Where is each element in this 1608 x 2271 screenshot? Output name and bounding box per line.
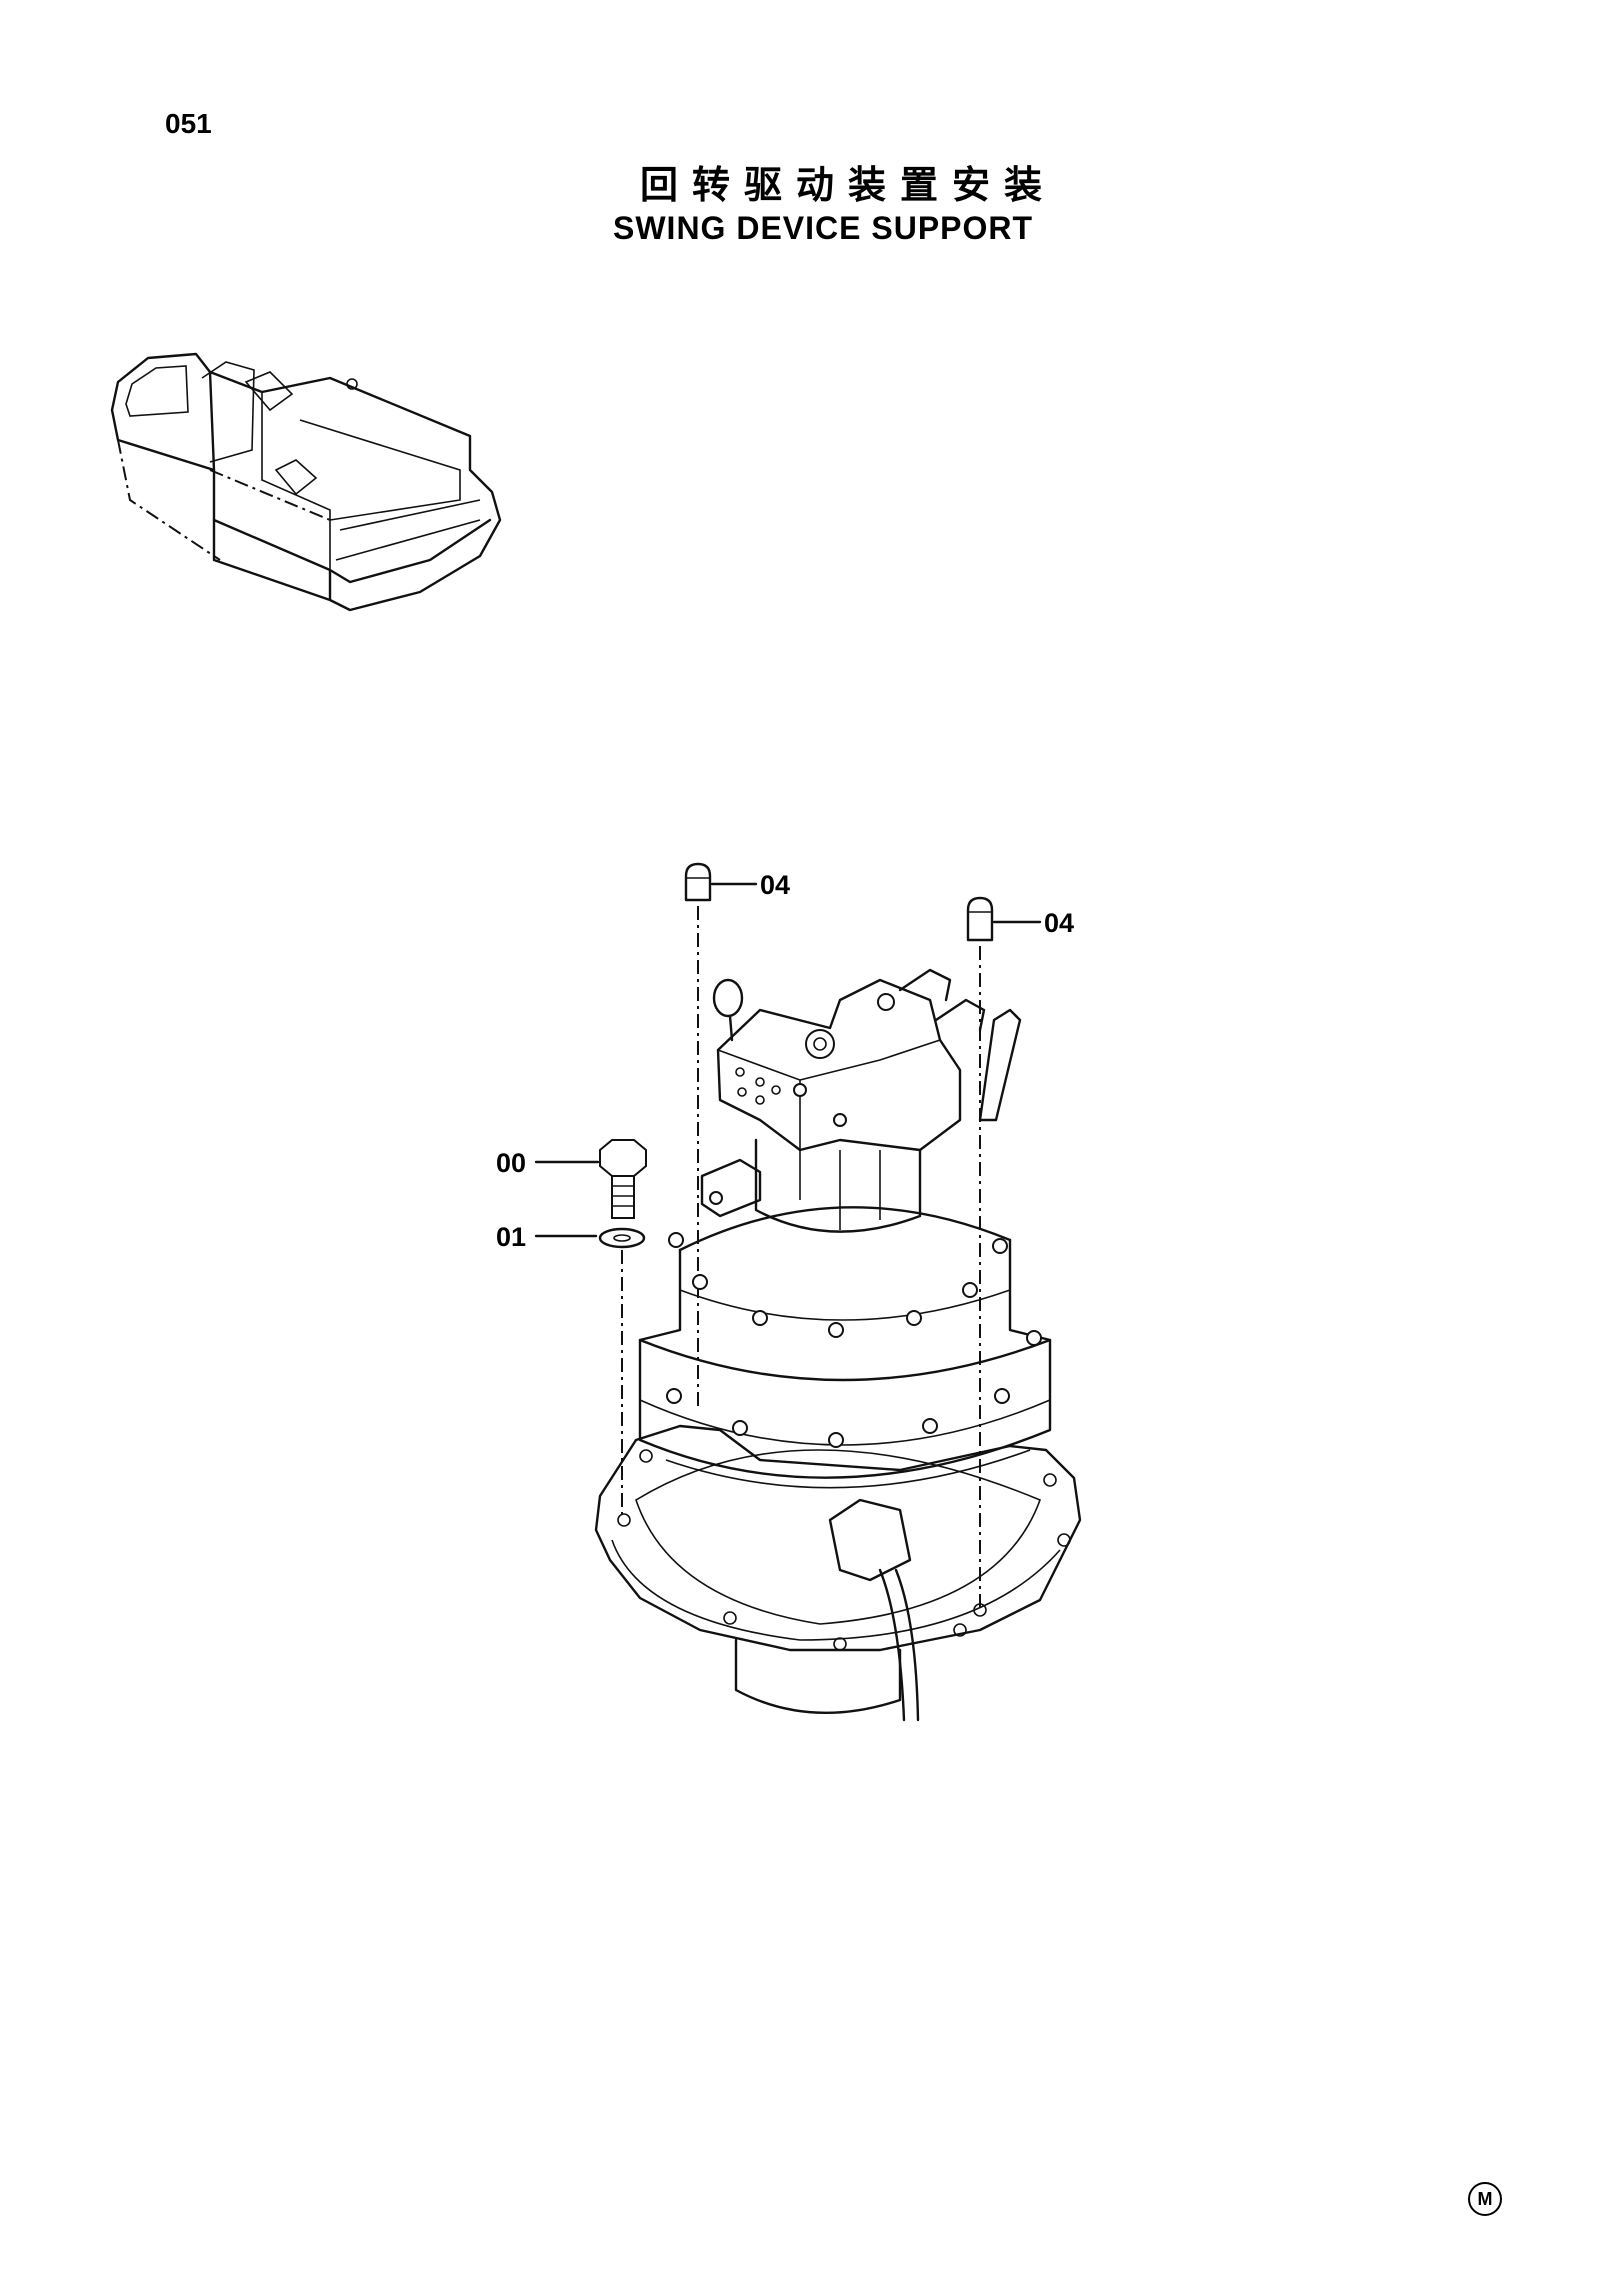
callout-04-right: 04 [1044,908,1074,938]
title-chinese: 回转驱动装置安装 [640,163,1057,207]
callout-01: 01 [496,1222,526,1252]
washer-01 [534,1227,646,1520]
pin-04-left [684,862,758,1410]
excavator-locator-icon [110,352,502,612]
title-english: SWING DEVICE SUPPORT [613,210,1034,246]
page-number: 051 [165,108,212,139]
bolt-00 [534,1139,647,1219]
callout-00: 00 [496,1148,526,1178]
callout-04-left: 04 [760,870,790,900]
pin-04-right [966,896,1042,1610]
swing-device-drawing [594,968,1082,1722]
corner-mark: M [1468,2182,1502,2216]
